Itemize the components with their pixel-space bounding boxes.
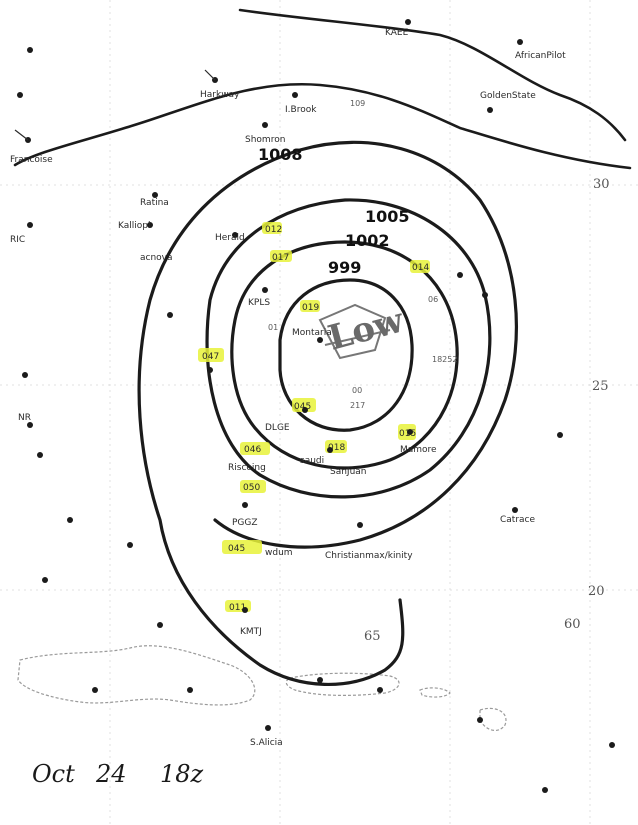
hl-value: 015 [399,429,416,439]
hl-value: 047 [202,352,219,362]
lat-lon-labels: 30 25 20 65 60 [364,177,610,644]
isobar-label-1008: 1008 [258,145,303,164]
fronts [13,8,632,170]
top-right-boundary-curve [238,8,627,142]
isobar-1002 [230,240,459,470]
misc-value: 01 [268,323,278,332]
station-shomron: Shomron [245,135,285,145]
map-date-label: Oct 24 18z [32,760,204,788]
hl-value: 045 [228,544,245,554]
isobar-label-1005: 1005 [365,207,410,226]
highlighted-values: 012 047 019 046 018 050 045 011 014 045 … [198,222,430,613]
station-mamore: Mamore [400,445,437,455]
isobar-label-999: 999 [328,258,361,277]
station-catrace: Catrace [500,515,535,525]
isobar-1008 [137,140,518,686]
station-wdum: wdum [265,548,293,558]
hl-value: 045 [294,402,311,412]
station-kmtj: KMTJ [240,627,262,637]
low-center: Low [318,300,408,360]
hispaniola-coast [17,645,256,706]
puerto-rico-coast [285,672,400,696]
station-montaria: Montaria [292,328,332,338]
station-golden-state: GoldenState [480,91,536,101]
leeward-islands-coast [479,707,507,732]
misc-value: 217 [350,401,365,410]
isobars [137,140,518,686]
hl-value: 018 [328,443,345,453]
station-francoise: Francoise [10,155,53,165]
hl-value: 017 [272,253,289,263]
lat-label-25: 25 [592,379,609,394]
misc-value: 00 [352,386,362,395]
station-kaee: KAEE [385,28,409,38]
station-pggz: PGGZ [232,518,258,528]
low-label: Low [324,300,408,358]
station-acnova: acnova [140,253,173,263]
hl-value: 012 [265,225,282,235]
station-ratina: Ratina [140,198,169,208]
hl-value: 019 [302,303,319,313]
station-nr: NR [18,413,31,423]
hl-value: 014 [412,263,429,273]
station-herald: Herald [215,233,245,243]
station-christianmax: Christianmax/kinity [325,551,413,561]
lat-label-20: 20 [588,584,605,599]
station-s-alicia: S.Alicia [250,738,283,748]
station-harkway: Harkway [200,90,240,100]
date-number: 24 [95,760,127,788]
lat-label-30: 30 [593,177,610,192]
station-plots: KAEE AfricanPilot Harkway I.Brook Shomro… [10,19,615,793]
station-african-pilot: AfricanPilot [515,51,566,61]
isobar-1005 [205,198,492,499]
station-kpls: KPLS [248,298,270,308]
hl-value: 011 [229,603,246,613]
misc-value: 06 [428,295,438,304]
upper-boundary-curve [13,83,632,170]
top-code: 109 [350,99,365,108]
date-day: Oct [32,760,75,788]
station-riscoing: Riscoing [228,463,266,473]
hl-value: 050 [243,483,260,493]
isobar-label-1002: 1002 [345,231,390,250]
coastlines [17,645,507,732]
date-time: 18z [160,760,204,788]
lon-label-65: 65 [364,629,381,644]
station-kalliopi: Kalliopi [118,221,150,231]
hl-value: 046 [244,445,261,455]
misc-value: 18252 [432,355,457,364]
station-ric: RIC [10,235,25,245]
station-i-brook: I.Brook [285,105,317,115]
virgin-islands-coast [419,687,451,698]
station-dlge: DLGE [265,423,290,433]
isobar-999 [278,278,414,432]
station-san-juan: SanJuan [330,467,367,477]
station-saudi: saudi [300,456,324,466]
lon-label-60: 60 [564,617,581,632]
